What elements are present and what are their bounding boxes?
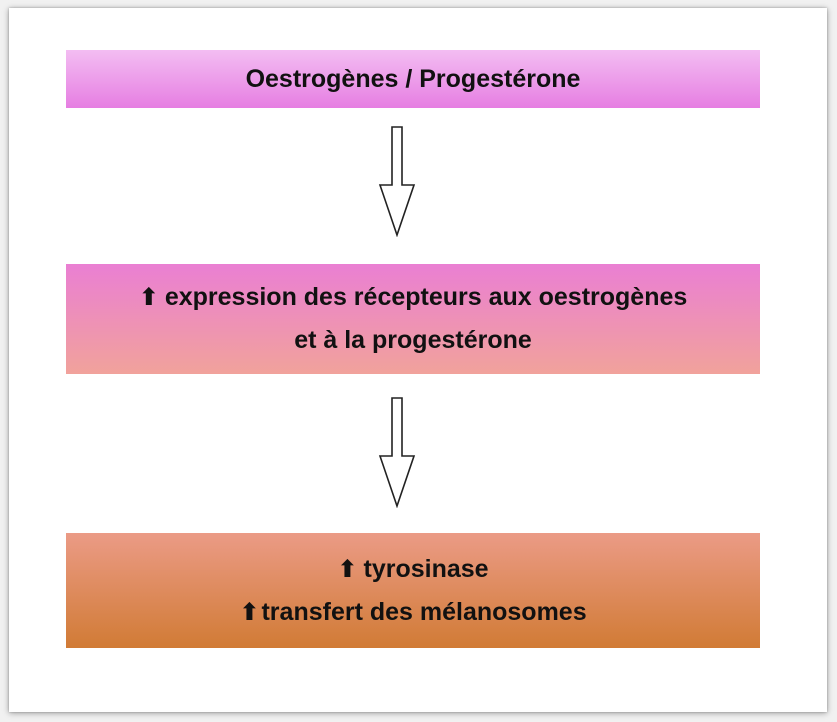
up-arrow-icon: ⬆ (138, 283, 159, 311)
receptor-expression-box: ⬆expression des récepteurs aux oestrogèn… (66, 264, 760, 374)
melanogenesis-box: ⬆tyrosinase ⬆transfert des mélanosomes (66, 533, 760, 648)
hormones-box: Oestrogènes / Progestérone (66, 50, 760, 108)
melanosome-transfer-line: ⬆transfert des mélanosomes (239, 597, 587, 626)
receptor-expression-line-2: et à la progestérone (294, 326, 532, 354)
down-arrow-icon (378, 126, 416, 237)
up-arrow-icon: ⬆ (337, 554, 358, 583)
receptor-expression-text: expression des récepteurs aux oestrogène… (164, 283, 688, 311)
up-arrow-icon: ⬆ (239, 597, 260, 626)
melanosome-transfer-text: transfert des mélanosomes (261, 597, 587, 626)
down-arrow-icon (378, 397, 416, 508)
tyrosinase-text: tyrosinase (363, 554, 489, 583)
diagram-card: Oestrogènes / Progestérone ⬆expression d… (9, 8, 827, 712)
receptor-expression-line-1: ⬆expression des récepteurs aux oestrogèn… (139, 285, 688, 310)
tyrosinase-line: ⬆tyrosinase (337, 554, 489, 583)
hormones-label: Oestrogènes / Progestérone (245, 64, 581, 93)
